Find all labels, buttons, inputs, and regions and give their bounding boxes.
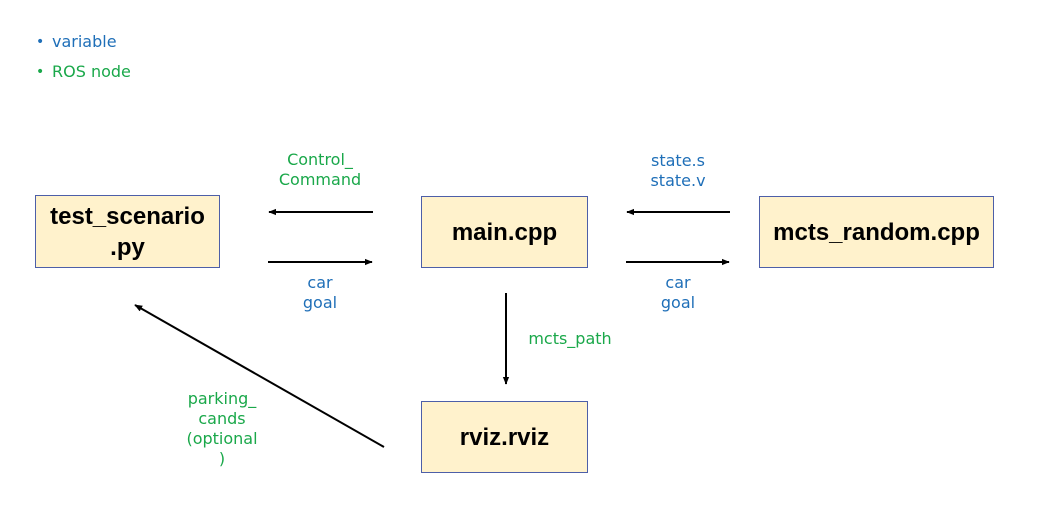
node-rviz: rviz.rviz [421, 401, 588, 473]
edge-label-car-goal-left: car goal [302, 273, 338, 312]
bullet-icon: • [36, 64, 45, 80]
node-mcts-random: mcts_random.cpp [759, 196, 994, 268]
edge-label-mcts-path: mcts_path [528, 329, 612, 348]
legend-label-ros-node: ROS node [52, 62, 131, 81]
legend-item-ros-node: • ROS node [36, 57, 131, 87]
edge-label-parking-cands: parking_ cands (optional ) [186, 389, 258, 468]
legend-item-variable: • variable [36, 27, 131, 57]
edge-label-car-goal-right: car goal [660, 273, 696, 312]
edge-label-state: state.s state.v [650, 151, 706, 190]
node-test-scenario: test_scenario .py [35, 195, 220, 268]
bullet-icon: • [36, 34, 45, 50]
edge-label-control-command: Control_ Command [278, 150, 362, 189]
node-main: main.cpp [421, 196, 588, 268]
legend-label-variable: variable [52, 32, 117, 51]
arrow-parking-cands [134, 304, 385, 448]
legend: • variable • ROS node [36, 27, 131, 87]
